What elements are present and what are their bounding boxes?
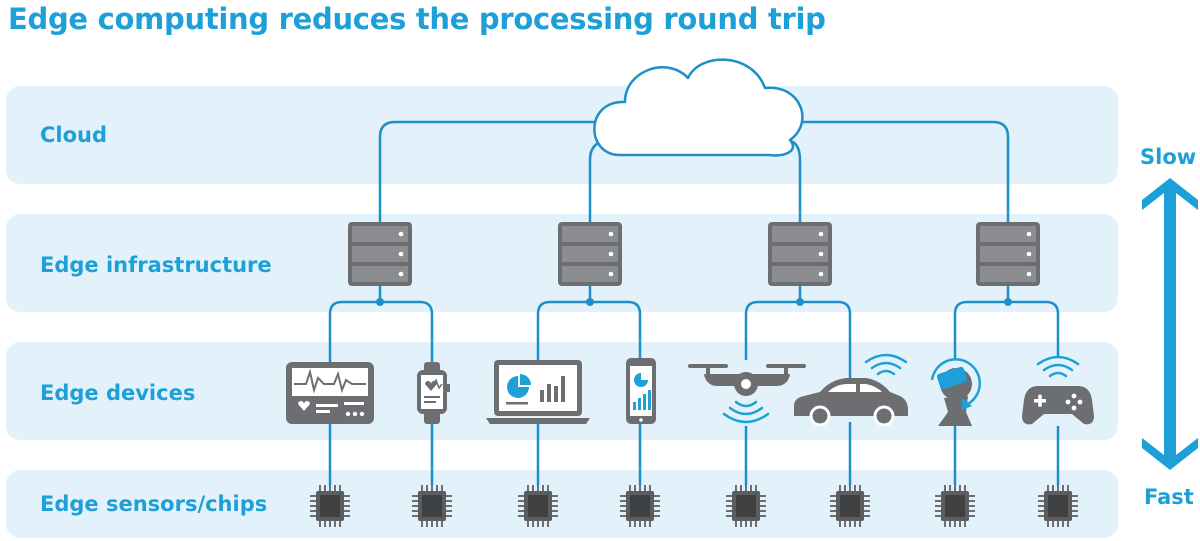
drone-icon — [688, 364, 806, 424]
junction-dots — [376, 298, 1012, 306]
latency-double-arrow-icon — [1142, 178, 1198, 470]
cloud-connectors — [378, 120, 1010, 222]
vr-headset-user-icon — [930, 358, 982, 426]
layer-label-devices: Edge devices — [40, 381, 196, 405]
sensor-chip-icon — [934, 484, 976, 528]
latency-fast-label: Fast — [1144, 485, 1194, 509]
sensor-chips — [309, 484, 1079, 528]
layer-label-infrastructure: Edge infrastructure — [40, 253, 272, 277]
game-controller-icon — [1022, 355, 1094, 425]
patient-monitor-icon — [286, 362, 374, 424]
page-title: Edge computing reduces the processing ro… — [8, 2, 826, 36]
smartphone-icon — [626, 358, 656, 424]
sensor-chip-icon — [517, 484, 559, 528]
sensor-chip-icon — [1037, 484, 1079, 528]
laptop-icon — [486, 360, 590, 424]
server-rack-icon — [558, 222, 622, 286]
sensor-chip-icon — [725, 484, 767, 528]
layer-band-cloud — [6, 86, 1118, 184]
sensor-chip-icon — [309, 484, 351, 528]
layer-band-sensors — [6, 470, 1118, 538]
sensor-chip-icon — [619, 484, 661, 528]
server-rack-icon — [768, 222, 832, 286]
sensor-chip-icon — [829, 484, 871, 528]
connected-car-icon — [794, 353, 908, 427]
cloud-icon — [593, 58, 804, 157]
server-rack-icon — [348, 222, 412, 286]
sensor-chip-icon — [411, 484, 453, 528]
layer-label-cloud: Cloud — [40, 123, 108, 147]
smartwatch-icon — [417, 362, 450, 424]
latency-slow-label: Slow — [1140, 145, 1197, 169]
server-rack-icon — [976, 222, 1040, 286]
device-chip-connectors — [328, 422, 1060, 485]
layer-label-sensors: Edge sensors/chips — [40, 492, 268, 516]
